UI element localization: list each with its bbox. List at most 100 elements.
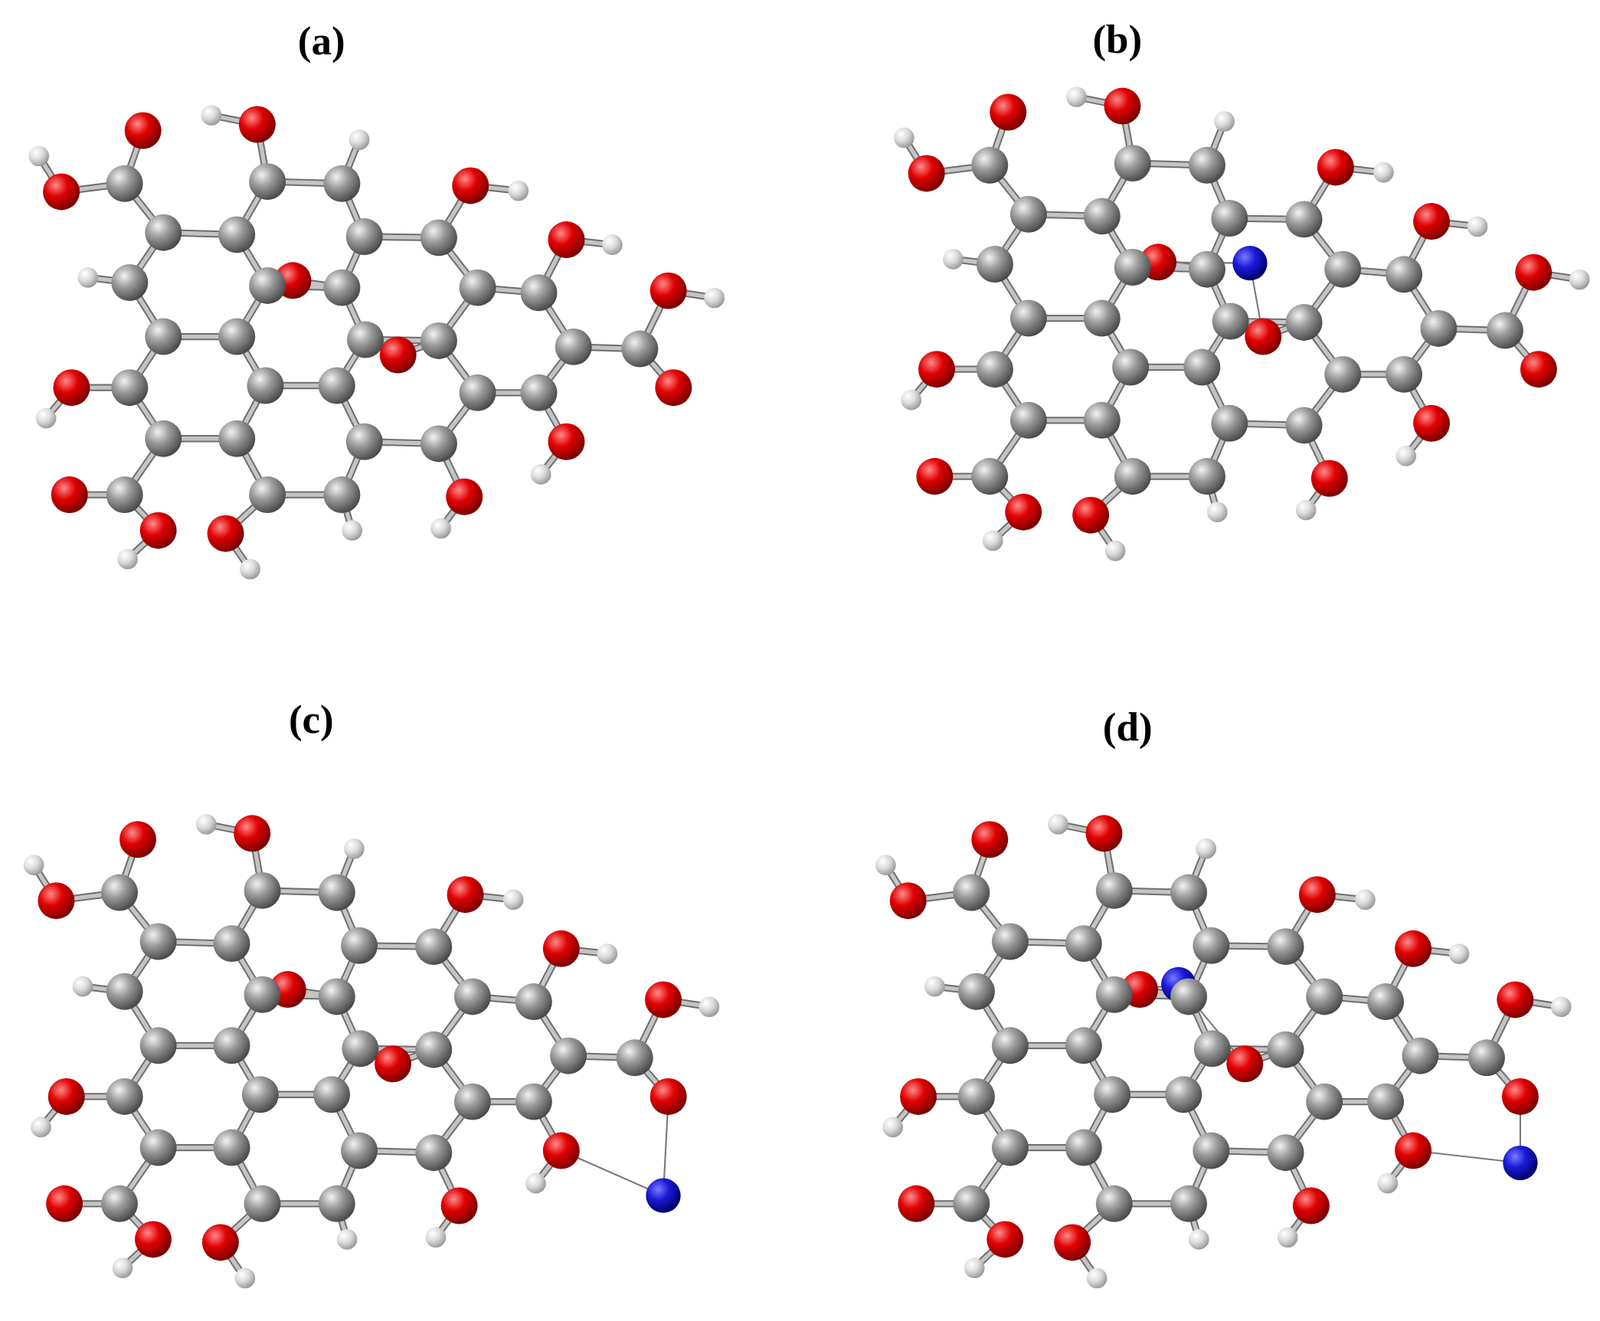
carbon-atom	[218, 318, 256, 356]
hydrogen-atom	[1213, 111, 1235, 132]
panel-label: (d)	[1102, 703, 1153, 749]
carbon-atom	[1114, 144, 1152, 182]
carbon-atom	[213, 1129, 251, 1167]
oxygen-atom	[233, 814, 271, 852]
carbon-atom	[515, 1083, 553, 1121]
carbon-atom	[1210, 199, 1248, 237]
oxygen-atom	[1004, 494, 1042, 531]
carbon-atom	[346, 423, 383, 461]
carbon-atom	[244, 976, 282, 1014]
oxygen-atom	[451, 166, 489, 204]
carbon-atom	[106, 1078, 144, 1116]
carbon-atom	[1010, 402, 1048, 439]
carbon-atom	[1010, 300, 1048, 338]
hydrogen-atom	[337, 1229, 358, 1250]
carbon-atom	[111, 369, 148, 406]
hydrogen-atom	[1373, 162, 1394, 184]
carbon-atom	[1210, 405, 1248, 442]
carbon-atom	[958, 1078, 995, 1116]
oxygen-atom	[140, 512, 177, 550]
oxygen-atom	[547, 423, 585, 461]
hydrogen-atom	[341, 520, 363, 541]
carbon-atom	[323, 269, 360, 307]
oxygen-atom	[42, 173, 80, 210]
carbon-atom	[991, 1129, 1029, 1167]
carbon-atom	[1285, 304, 1323, 341]
carbon-atom	[1305, 978, 1343, 1015]
hydrogen-atom	[201, 104, 223, 126]
carbon-atom	[140, 1129, 177, 1167]
carbon-atom	[454, 1083, 491, 1121]
carbon-atom	[346, 321, 384, 359]
hydrogen-atom	[239, 559, 261, 580]
oxygen-atom	[1103, 88, 1141, 125]
carbon-atom	[340, 1132, 378, 1170]
carbon-atom	[976, 350, 1014, 388]
carbon-atom	[247, 367, 285, 405]
carbon-atom	[341, 1030, 379, 1067]
oxygen-atom	[1413, 405, 1450, 442]
oxygen-atom	[1520, 350, 1558, 388]
carbon-atom	[459, 269, 497, 307]
carbon-atom	[144, 214, 182, 252]
oxygen-atom	[379, 337, 417, 374]
carbon-atom	[549, 1037, 587, 1075]
carbon-atom	[1083, 197, 1121, 235]
carbon-atom	[144, 318, 182, 356]
oxygen-atom	[889, 882, 927, 920]
hydrogen-atom	[1207, 501, 1228, 523]
carbon-atom	[106, 165, 144, 203]
carbon-atom	[106, 973, 144, 1011]
oxygen-atom	[650, 272, 688, 310]
hydrogen-atom	[875, 854, 897, 876]
oxygen-atom	[1317, 148, 1355, 186]
hydrogen-atom	[602, 234, 623, 256]
hydrogen-atom	[35, 408, 57, 429]
carbon-atom	[420, 219, 458, 256]
carbon-atom	[1096, 1185, 1133, 1223]
hydrogen-atom	[893, 127, 915, 149]
hydrogen-atom	[23, 854, 45, 876]
hydrogen-atom	[425, 1226, 447, 1248]
carbon-atom	[459, 374, 497, 412]
carbon-atom	[976, 245, 1014, 283]
hydrogen-atom	[1377, 1173, 1398, 1195]
carbon-atom	[1114, 458, 1152, 495]
oxygen-atom	[52, 369, 90, 406]
carbon-atom	[621, 330, 658, 368]
carbon-atom	[106, 476, 144, 514]
oxygen-atom	[1311, 460, 1349, 498]
carbon-atom	[242, 1076, 279, 1113]
hydrogen-atom	[72, 976, 94, 998]
bond-group	[885, 824, 1561, 1279]
carbon-atom	[1170, 978, 1208, 1015]
carbon-atom	[218, 420, 256, 458]
oxygen-atom	[899, 1078, 937, 1116]
carbon-atom	[1324, 356, 1362, 393]
carbon-atom	[213, 925, 251, 962]
carbon-atom	[1285, 406, 1323, 444]
carbon-atom	[971, 147, 1008, 184]
atom-group	[28, 104, 724, 580]
carbon-atom	[1114, 248, 1152, 286]
oxygen-atom	[1394, 1132, 1432, 1170]
oxygen-atom	[445, 478, 483, 516]
carbon-atom	[1183, 349, 1221, 387]
carbon-atom	[346, 218, 383, 256]
oxygen-atom	[908, 154, 946, 192]
carbon-atom	[1305, 1083, 1343, 1121]
oxygen-atom	[45, 1185, 83, 1223]
carbon-atom	[520, 374, 558, 412]
hydrogen-atom	[1467, 215, 1489, 237]
carbon-atom	[1267, 1134, 1305, 1172]
lithium-atom	[1232, 245, 1267, 281]
hydrogen-atom	[430, 518, 452, 540]
oxygen-atom	[134, 1220, 172, 1258]
carbon-atom	[1093, 1076, 1131, 1113]
oxygen-atom	[374, 1045, 412, 1083]
carbon-atom	[971, 458, 1008, 495]
oxygen-atom	[918, 350, 956, 388]
carbon-atom	[1170, 874, 1208, 912]
carbon-atom	[1212, 303, 1250, 341]
